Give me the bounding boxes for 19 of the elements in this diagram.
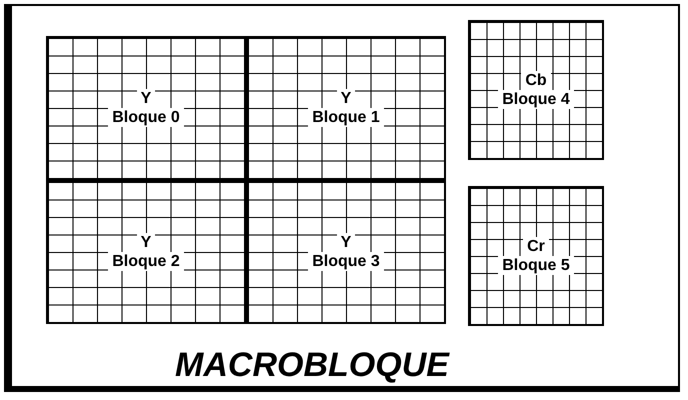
block-label: Bloque 0 xyxy=(108,108,184,127)
diagram-title: MACROBLOQUE xyxy=(175,346,449,384)
component-label: Y xyxy=(336,89,356,108)
block-label: Bloque 5 xyxy=(498,256,574,275)
block-label: Bloque 2 xyxy=(108,252,184,271)
block-label: Bloque 4 xyxy=(498,90,574,109)
component-label: Y xyxy=(336,233,356,252)
grid-block xyxy=(468,186,604,326)
grid-block xyxy=(468,20,604,160)
block-label: Bloque 3 xyxy=(308,252,384,271)
grid-block xyxy=(46,36,246,180)
component-label: Y xyxy=(136,233,156,252)
block-label: Bloque 1 xyxy=(308,108,384,127)
component-label: Cb xyxy=(521,71,551,90)
grid-block xyxy=(246,180,446,324)
component-label: Y xyxy=(136,89,156,108)
component-label: Cr xyxy=(523,237,549,256)
grid-block xyxy=(246,36,446,180)
grid-block xyxy=(46,180,246,324)
